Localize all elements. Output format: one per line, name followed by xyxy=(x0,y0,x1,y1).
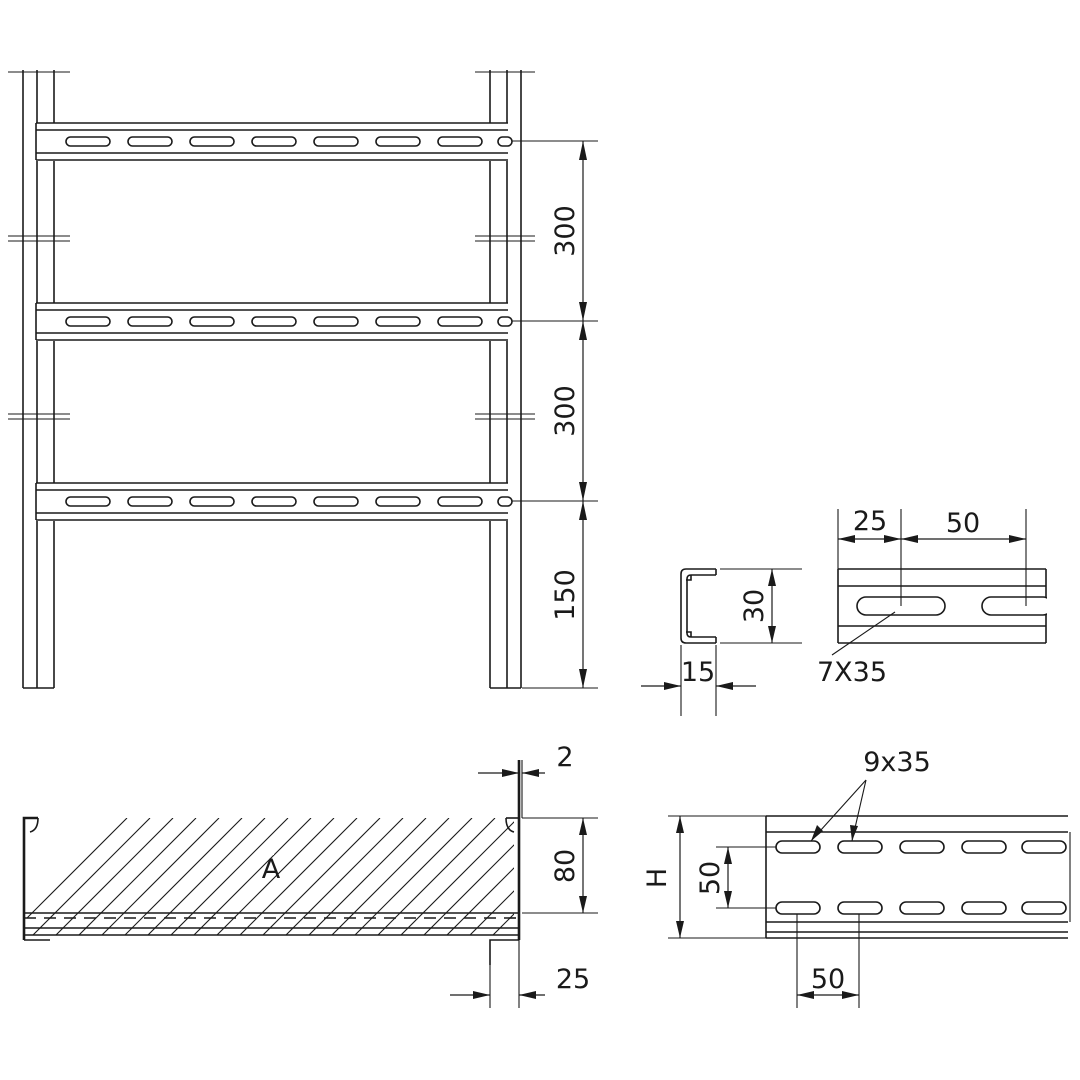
dimension-25-flange: 25 xyxy=(556,964,590,995)
rung-slot xyxy=(313,136,359,147)
rail-slot xyxy=(1021,901,1067,915)
rung-slot xyxy=(65,136,111,147)
rail-slot xyxy=(1021,840,1067,854)
rung-slot xyxy=(189,316,235,327)
dimension-50-pitch: 50 xyxy=(811,964,845,995)
rung-slot xyxy=(497,136,513,147)
rail-slot xyxy=(837,901,883,915)
left-side-rail xyxy=(8,70,70,689)
rail-slot xyxy=(837,840,883,854)
dimension-15: 15 xyxy=(681,657,715,688)
height-symbol-h: H xyxy=(642,868,673,888)
rung-slot xyxy=(497,496,513,507)
rung-slot xyxy=(437,316,483,327)
slot-size-label-9x35: 9x35 xyxy=(863,747,931,778)
dimension-30: 30 xyxy=(739,589,770,623)
rail-slot xyxy=(961,840,1007,854)
rung-slot xyxy=(375,316,421,327)
rung-slot xyxy=(437,496,483,507)
dimension-50-rows: 50 xyxy=(695,861,726,895)
side-rail-section: A 2 80 25 xyxy=(22,742,598,1008)
rung-profile-section: 30 15 xyxy=(641,568,802,716)
rung-slot-detail: 25 50 7X35 xyxy=(817,506,1080,688)
slot-partial xyxy=(981,596,1053,616)
dimension-50: 50 xyxy=(946,508,980,539)
rung-slot xyxy=(375,496,421,507)
rung-1 xyxy=(35,122,513,161)
rung-slot xyxy=(313,496,359,507)
rung-slot xyxy=(251,496,297,507)
rung-slot xyxy=(437,136,483,147)
rung-slot xyxy=(65,316,111,327)
rung-slot xyxy=(251,136,297,147)
rail-slot xyxy=(775,840,821,854)
rung-slot xyxy=(127,496,173,507)
rail-slot xyxy=(961,901,1007,915)
ladder-elevation: 300 300 150 xyxy=(8,70,598,689)
rung-slot xyxy=(65,496,111,507)
rail-slot xyxy=(899,901,945,915)
rung-slot xyxy=(189,496,235,507)
rung-slot xyxy=(127,316,173,327)
rail-slot xyxy=(899,840,945,854)
rung-slot xyxy=(375,136,421,147)
hatched-area xyxy=(27,818,514,935)
rung-3 xyxy=(35,482,513,521)
rail-slot xyxy=(775,901,821,915)
rung-slot xyxy=(251,316,297,327)
area-label-a: A xyxy=(262,854,281,885)
rung-spacing-dimensions: 300 300 150 xyxy=(512,140,598,689)
rung-2 xyxy=(35,302,513,341)
dimension-2: 2 xyxy=(556,742,573,773)
slot-size-label: 7X35 xyxy=(817,657,887,688)
rung-slot xyxy=(313,316,359,327)
rung-slot xyxy=(189,136,235,147)
rung-slot xyxy=(497,316,513,327)
dimension-25: 25 xyxy=(853,506,887,537)
side-rail-elevation: H 50 9x35 50 xyxy=(642,747,1071,1008)
dimension-150: 150 xyxy=(550,569,581,621)
dimension-80: 80 xyxy=(550,849,581,883)
dimension-300-lower: 300 xyxy=(550,385,581,437)
right-side-rail xyxy=(475,70,535,689)
rung-slot xyxy=(127,136,173,147)
dimension-300-upper: 300 xyxy=(550,205,581,257)
